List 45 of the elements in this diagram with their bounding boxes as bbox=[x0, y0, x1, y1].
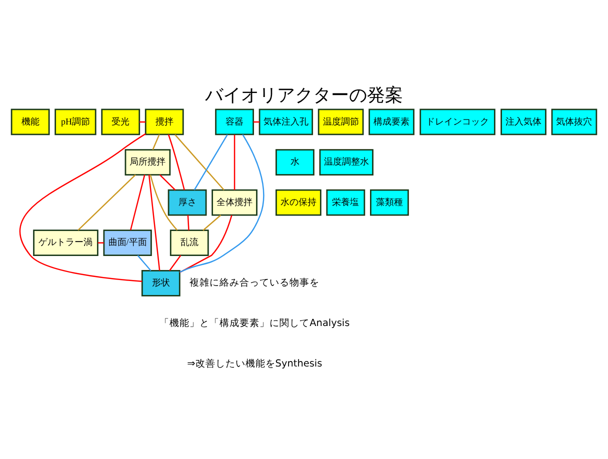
node-box: 局所攪拌 bbox=[124, 148, 171, 175]
label: 「機能」と「構成要素」に関してAnalysis bbox=[160, 318, 350, 328]
node-box: 藻類種 bbox=[370, 188, 409, 216]
connector bbox=[234, 134, 236, 190]
connector bbox=[98, 242, 104, 243]
connector bbox=[20, 132, 146, 282]
node-box: 形状 bbox=[141, 269, 180, 296]
node-box: 受光 bbox=[101, 108, 140, 135]
connector bbox=[174, 134, 224, 190]
diagram-title: バイオリアクターの発案 bbox=[205, 84, 403, 106]
node-box: 機能 bbox=[10, 108, 50, 135]
node-box: ドレインコック bbox=[420, 108, 496, 135]
connector bbox=[148, 174, 160, 270]
node-box: pH調節 bbox=[54, 108, 96, 135]
connector bbox=[152, 134, 160, 150]
node-box: 全体攪拌 bbox=[212, 188, 258, 216]
connector bbox=[169, 254, 182, 270]
node-box: 厚さ bbox=[168, 188, 207, 216]
connector bbox=[150, 174, 178, 230]
node-box: 栄養塩 bbox=[326, 188, 366, 216]
node-box: ゲルトラー渦 bbox=[33, 229, 98, 256]
node-box: 攪拌 bbox=[144, 108, 184, 135]
connector bbox=[159, 174, 176, 190]
node-box: 水 bbox=[276, 148, 314, 175]
connector bbox=[179, 134, 264, 272]
connector bbox=[187, 214, 190, 230]
node-box: 容器 bbox=[215, 108, 254, 135]
node-box: 構成要素 bbox=[368, 108, 414, 135]
node-box: 気体抜穴 bbox=[551, 108, 598, 135]
node-box: 温度調節 bbox=[318, 108, 364, 135]
node-box: 注入気体 bbox=[500, 108, 546, 135]
node-box: 水の保持 bbox=[276, 188, 322, 216]
node-box: 乱流 bbox=[170, 229, 209, 256]
connector bbox=[78, 174, 136, 230]
label: 複雑に絡み合っている物事を bbox=[190, 277, 320, 288]
connector bbox=[130, 174, 146, 230]
connector bbox=[202, 214, 222, 230]
node-box: 気体注入孔 bbox=[258, 108, 314, 135]
connector bbox=[179, 214, 232, 272]
connector bbox=[168, 134, 185, 190]
connector bbox=[194, 134, 228, 190]
node-box: 温度調整水 bbox=[319, 148, 374, 175]
node-box: 曲面/平面 bbox=[103, 229, 152, 256]
label: ⇒改善したい機能をSynthesis bbox=[187, 358, 322, 369]
connector bbox=[137, 254, 152, 271]
